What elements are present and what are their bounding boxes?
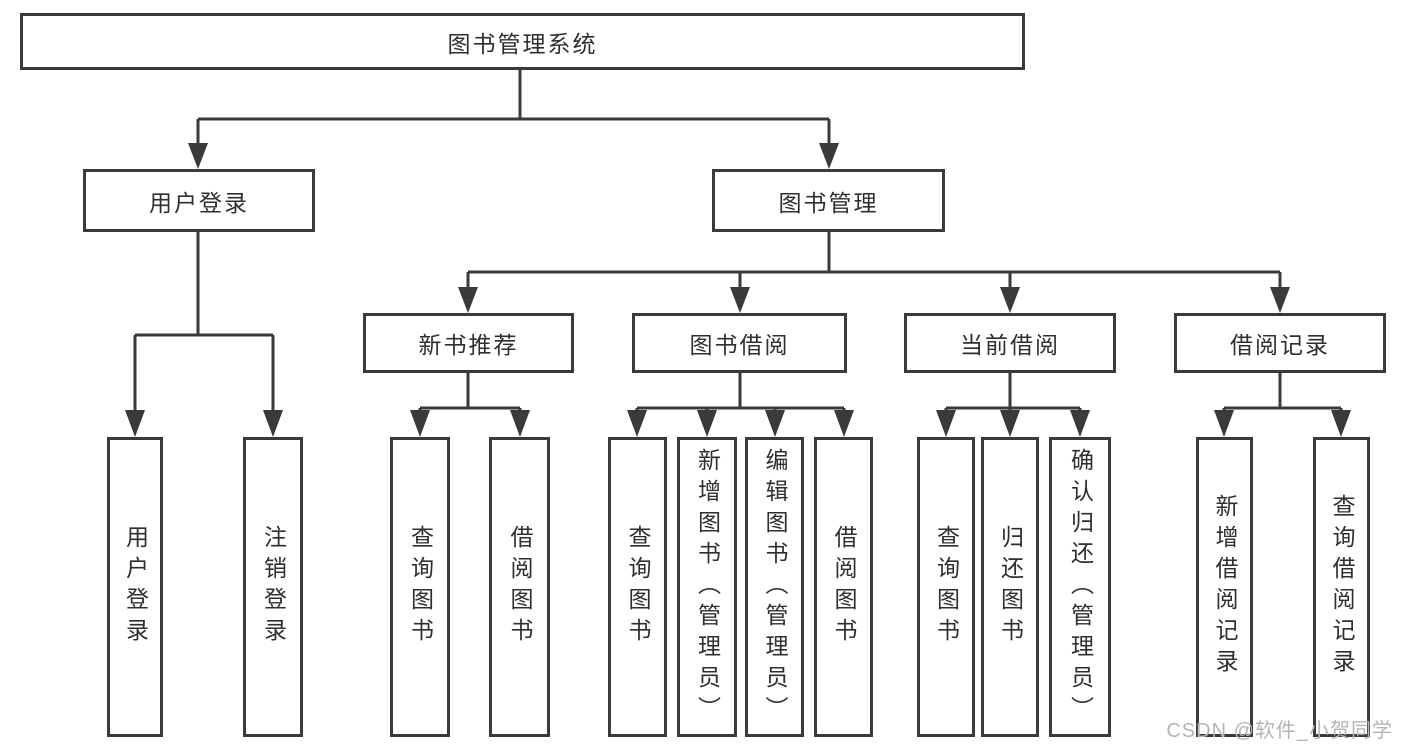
- leaf-add-books-admin: 新增图书（管理员）: [677, 437, 737, 737]
- node-label: 归还图书: [997, 525, 1024, 649]
- node-label: 图书管理: [778, 189, 879, 216]
- node-label: 查询图书: [625, 525, 651, 649]
- leaf-add-borrow-record: 新增借阅记录: [1196, 437, 1253, 737]
- node-label: 图书管理系统: [447, 30, 598, 57]
- node-label: 用户登录: [149, 189, 249, 216]
- node-borrowing-records: 借阅记录: [1174, 313, 1386, 373]
- leaf-query-books: 查询图书: [917, 437, 975, 737]
- node-label: 当前借阅: [960, 332, 1060, 358]
- node-label: 确认归还（管理员）: [1067, 447, 1094, 727]
- node-label: 查询借阅记录: [1329, 494, 1355, 680]
- node-library-management-system: 图书管理系统: [20, 13, 1025, 70]
- node-current-borrowing: 当前借阅: [904, 313, 1116, 373]
- leaf-query-books: 查询图书: [608, 437, 667, 737]
- leaf-query-books: 查询图书: [390, 437, 450, 737]
- node-book-management: 图书管理: [712, 169, 945, 232]
- node-label: 注销登录: [260, 525, 287, 649]
- leaf-user-login: 用户登录: [107, 437, 163, 737]
- node-label: 新书推荐: [418, 332, 519, 358]
- leaf-return-books: 归还图书: [981, 437, 1039, 737]
- node-label: 查询图书: [407, 525, 434, 649]
- node-new-book-recommendation: 新书推荐: [363, 313, 574, 373]
- node-label: 用户登录: [122, 525, 149, 649]
- leaf-query-borrow-record: 查询借阅记录: [1313, 437, 1370, 737]
- node-label: 图书借阅: [689, 332, 790, 358]
- node-label: 编辑图书（管理员）: [762, 447, 788, 727]
- node-user-login: 用户登录: [83, 169, 315, 232]
- leaf-edit-books-admin: 编辑图书（管理员）: [745, 437, 804, 737]
- node-label: 借阅记录: [1230, 332, 1330, 358]
- csdn-watermark: CSDN @软件_小贺同学: [1166, 720, 1393, 742]
- node-book-borrowing: 图书借阅: [632, 313, 847, 373]
- leaf-borrow-books: 借阅图书: [814, 437, 873, 737]
- node-label: 新增图书（管理员）: [694, 447, 721, 727]
- node-label: 查询图书: [933, 525, 960, 649]
- node-label: 借阅图书: [507, 525, 533, 649]
- node-label: 新增借阅记录: [1212, 494, 1238, 680]
- leaf-logout: 注销登录: [243, 437, 303, 737]
- leaf-borrow-books: 借阅图书: [489, 437, 550, 737]
- node-label: 借阅图书: [831, 525, 857, 649]
- leaf-confirm-return-admin: 确认归还（管理员）: [1049, 437, 1111, 737]
